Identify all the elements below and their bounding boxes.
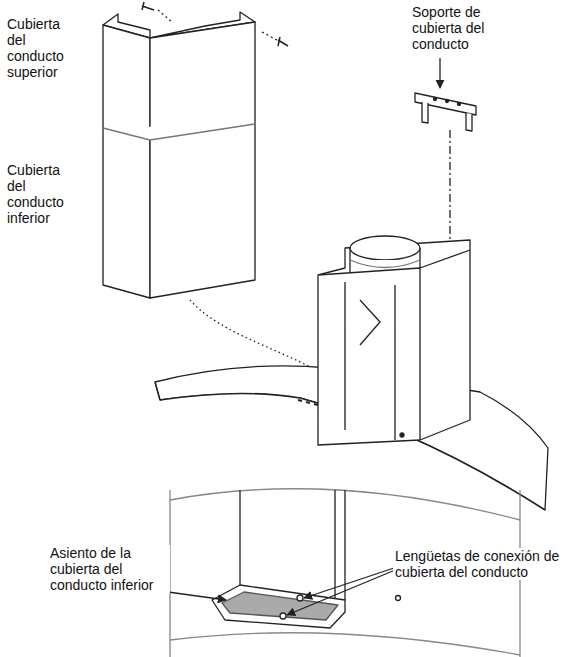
part-label: Soporte de cubierta del conducto [410, 4, 514, 52]
leader-arrow [304, 566, 400, 598]
duct-cover [103, 12, 255, 298]
part-label: Cubierta del conducto superior [5, 16, 81, 80]
part-label: Lengüetas de conexión de cubierta del co… [393, 548, 569, 580]
alignment-line [449, 130, 450, 252]
part-label: Asiento de la cubierta del conducto infe… [48, 545, 170, 593]
leader-arrow [439, 58, 440, 88]
duct-cover-bracket [415, 93, 476, 131]
blower-housing [318, 236, 470, 445]
part-label: Cubierta del conducto inferior [5, 162, 81, 226]
leader-arrow [287, 568, 400, 615]
leader-arrow [168, 592, 226, 600]
